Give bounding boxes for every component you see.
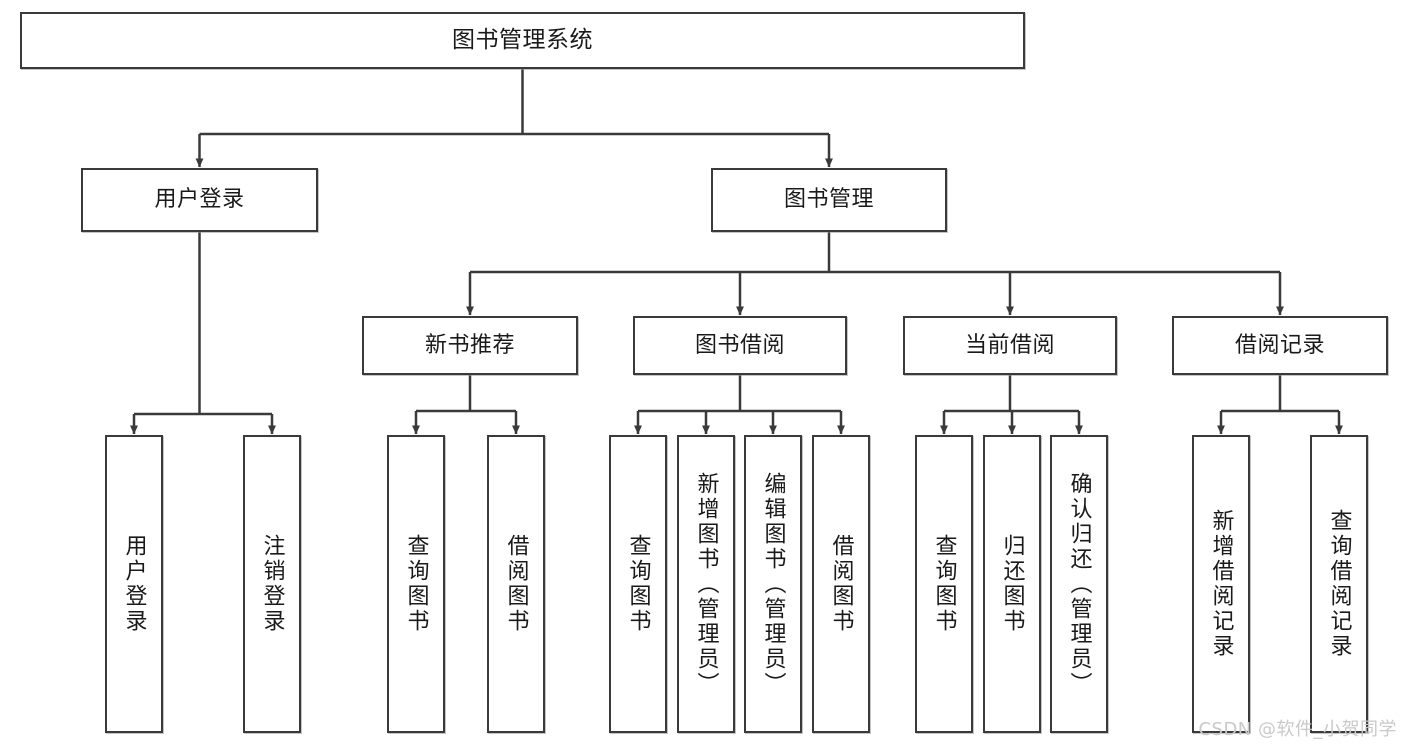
node-label: 用户登录	[154, 187, 245, 213]
node-l-borrow2[interactable]: 借阅图书	[812, 435, 870, 733]
node-l-borrow1[interactable]: 借阅图书	[487, 435, 545, 733]
node-l-edit[interactable]: 编辑图书（管理员）	[744, 435, 802, 733]
node-label: 图书管理	[783, 187, 874, 213]
node-l-add[interactable]: 新增图书（管理员）	[677, 435, 735, 733]
node-root[interactable]: 图书管理系统	[20, 12, 1025, 69]
node-label: 新增图书（管理员）	[693, 471, 719, 697]
node-label: 新书推荐	[424, 332, 515, 358]
node-l-logout[interactable]: 注销登录	[243, 435, 301, 733]
node-l-return[interactable]: 归还图书	[983, 435, 1041, 733]
node-label: 编辑图书（管理员）	[760, 471, 786, 697]
node-login[interactable]: 用户登录	[81, 168, 318, 232]
node-l-addrec[interactable]: 新增借阅记录	[1192, 435, 1250, 733]
node-label: 归还图书	[999, 534, 1025, 634]
csdn-watermark: CSDN @软件_小贺同学	[1198, 719, 1397, 740]
node-l-queryrec[interactable]: 查询借阅记录	[1310, 435, 1368, 733]
node-l-query1[interactable]: 查询图书	[387, 435, 445, 733]
node-label: 图书管理系统	[452, 27, 593, 54]
node-label: 确认归还（管理员）	[1066, 471, 1092, 697]
node-l-query3[interactable]: 查询图书	[915, 435, 973, 733]
node-label: 用户登录	[121, 534, 147, 634]
node-label: 注销登录	[259, 534, 285, 634]
node-borrow[interactable]: 图书借阅	[633, 316, 847, 375]
node-label: 图书借阅	[694, 332, 785, 358]
node-records[interactable]: 借阅记录	[1172, 316, 1388, 375]
node-label: 查询图书	[625, 534, 651, 634]
node-newbook[interactable]: 新书推荐	[362, 316, 578, 375]
node-label: 查询借阅记录	[1326, 509, 1352, 659]
node-label: 当前借阅	[964, 332, 1055, 358]
node-l-query2[interactable]: 查询图书	[609, 435, 667, 733]
node-bookmgmt[interactable]: 图书管理	[711, 168, 947, 232]
node-label: 借阅记录	[1234, 332, 1325, 358]
node-label: 新增借阅记录	[1208, 509, 1234, 659]
node-label: 查询图书	[931, 534, 957, 634]
node-l-login[interactable]: 用户登录	[105, 435, 163, 733]
node-label: 查询图书	[403, 534, 429, 634]
node-current[interactable]: 当前借阅	[903, 316, 1117, 375]
node-label: 借阅图书	[828, 534, 854, 634]
node-label: 借阅图书	[503, 534, 529, 634]
node-l-confirm[interactable]: 确认归还（管理员）	[1050, 435, 1108, 733]
